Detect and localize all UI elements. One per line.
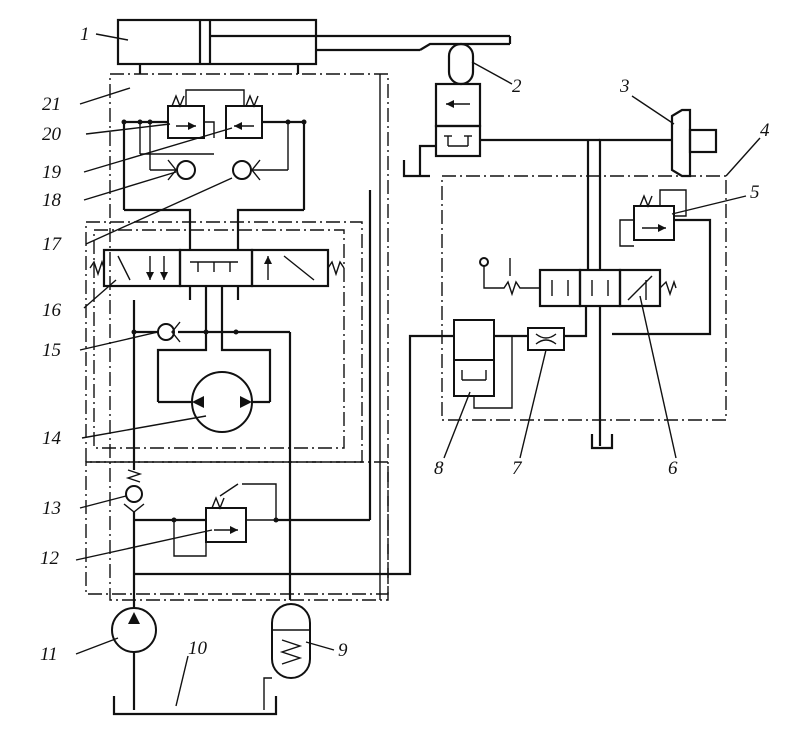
relief-valves-20	[121, 89, 307, 210]
check-valve-15	[131, 321, 290, 343]
label-10: 10	[188, 638, 208, 659]
label-15: 15	[42, 340, 61, 361]
label-16: 16	[42, 300, 62, 321]
label-2: 2	[512, 76, 522, 97]
throttle-valve-7	[490, 306, 588, 351]
pressure-valve-5	[612, 189, 712, 336]
label-8: 8	[434, 458, 444, 479]
label-12: 12	[40, 548, 60, 569]
label-17: 17	[42, 234, 63, 255]
tank-10	[112, 696, 278, 716]
actuator-3	[598, 108, 718, 270]
check-valve-13	[123, 469, 145, 610]
accumulator-9	[263, 603, 311, 710]
label-20: 20	[42, 124, 62, 145]
hydraulic-cylinder-1	[116, 18, 512, 74]
pilot-valve-8	[453, 319, 513, 409]
tank-symbol	[590, 434, 614, 450]
boundary-21	[109, 73, 389, 601]
label-19: 19	[42, 162, 62, 183]
label-21: 21	[42, 94, 61, 115]
label-14: 14	[42, 428, 62, 449]
label-6: 6	[668, 458, 678, 479]
boundary-12	[85, 461, 389, 595]
label-7: 7	[512, 458, 523, 479]
label-13: 13	[42, 498, 61, 519]
relief-valve-12	[134, 190, 372, 557]
label-11: 11	[40, 644, 58, 665]
directional-valve-6	[479, 140, 677, 446]
roller-valve-2	[402, 42, 600, 178]
label-3: 3	[619, 76, 630, 97]
directional-valve-16	[89, 248, 345, 402]
label-18: 18	[42, 190, 62, 211]
label-1: 1	[80, 24, 90, 45]
label-4: 4	[760, 120, 770, 141]
label-5: 5	[750, 182, 760, 203]
hydraulic-pump-11	[111, 607, 157, 710]
hydraulic-motor-14	[158, 371, 270, 433]
check-valves-17-18	[124, 122, 304, 250]
label-9: 9	[338, 640, 348, 661]
boundary-14	[93, 229, 345, 449]
leader-lines	[75, 33, 761, 707]
